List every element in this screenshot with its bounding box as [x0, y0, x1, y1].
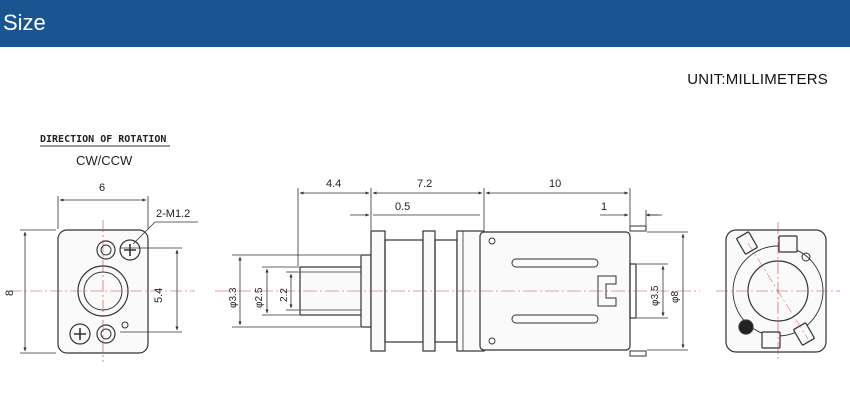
rotation-value: CW/CCW: [76, 153, 133, 168]
section-title: Size: [3, 10, 46, 35]
rotation-heading: DIRECTION OF ROTATION: [40, 134, 166, 145]
terminal-length-label: 1: [601, 201, 607, 213]
hole-spacing-label: 5.4: [153, 288, 165, 303]
boss-diameter-label: φ3.3: [228, 287, 239, 308]
bearing-diameter-label: φ3.5: [650, 285, 661, 306]
rear-view: [716, 222, 840, 362]
section-header: Size: [0, 0, 850, 47]
rotation-note: DIRECTION OF ROTATION CW/CCW: [40, 134, 170, 168]
thread-label: 2-M1.2: [156, 208, 190, 220]
front-width-label: 6: [99, 182, 105, 194]
shaft-length-label: 4.4: [326, 178, 341, 190]
unit-label: UNIT:MILLIMETERS: [687, 71, 828, 88]
front-view: [10, 196, 198, 362]
motor-diameter-label: φ8: [670, 291, 681, 303]
front-height-label: 8: [4, 290, 16, 296]
motor-length-label: 10: [549, 178, 561, 190]
flange-thickness-label: 0.5: [395, 201, 410, 213]
shaft-diameter-label: φ2.5: [254, 287, 265, 308]
side-view: [215, 188, 700, 357]
flat-width-label: 2.2: [279, 288, 290, 302]
gearbox-length-label: 7.2: [417, 178, 432, 190]
